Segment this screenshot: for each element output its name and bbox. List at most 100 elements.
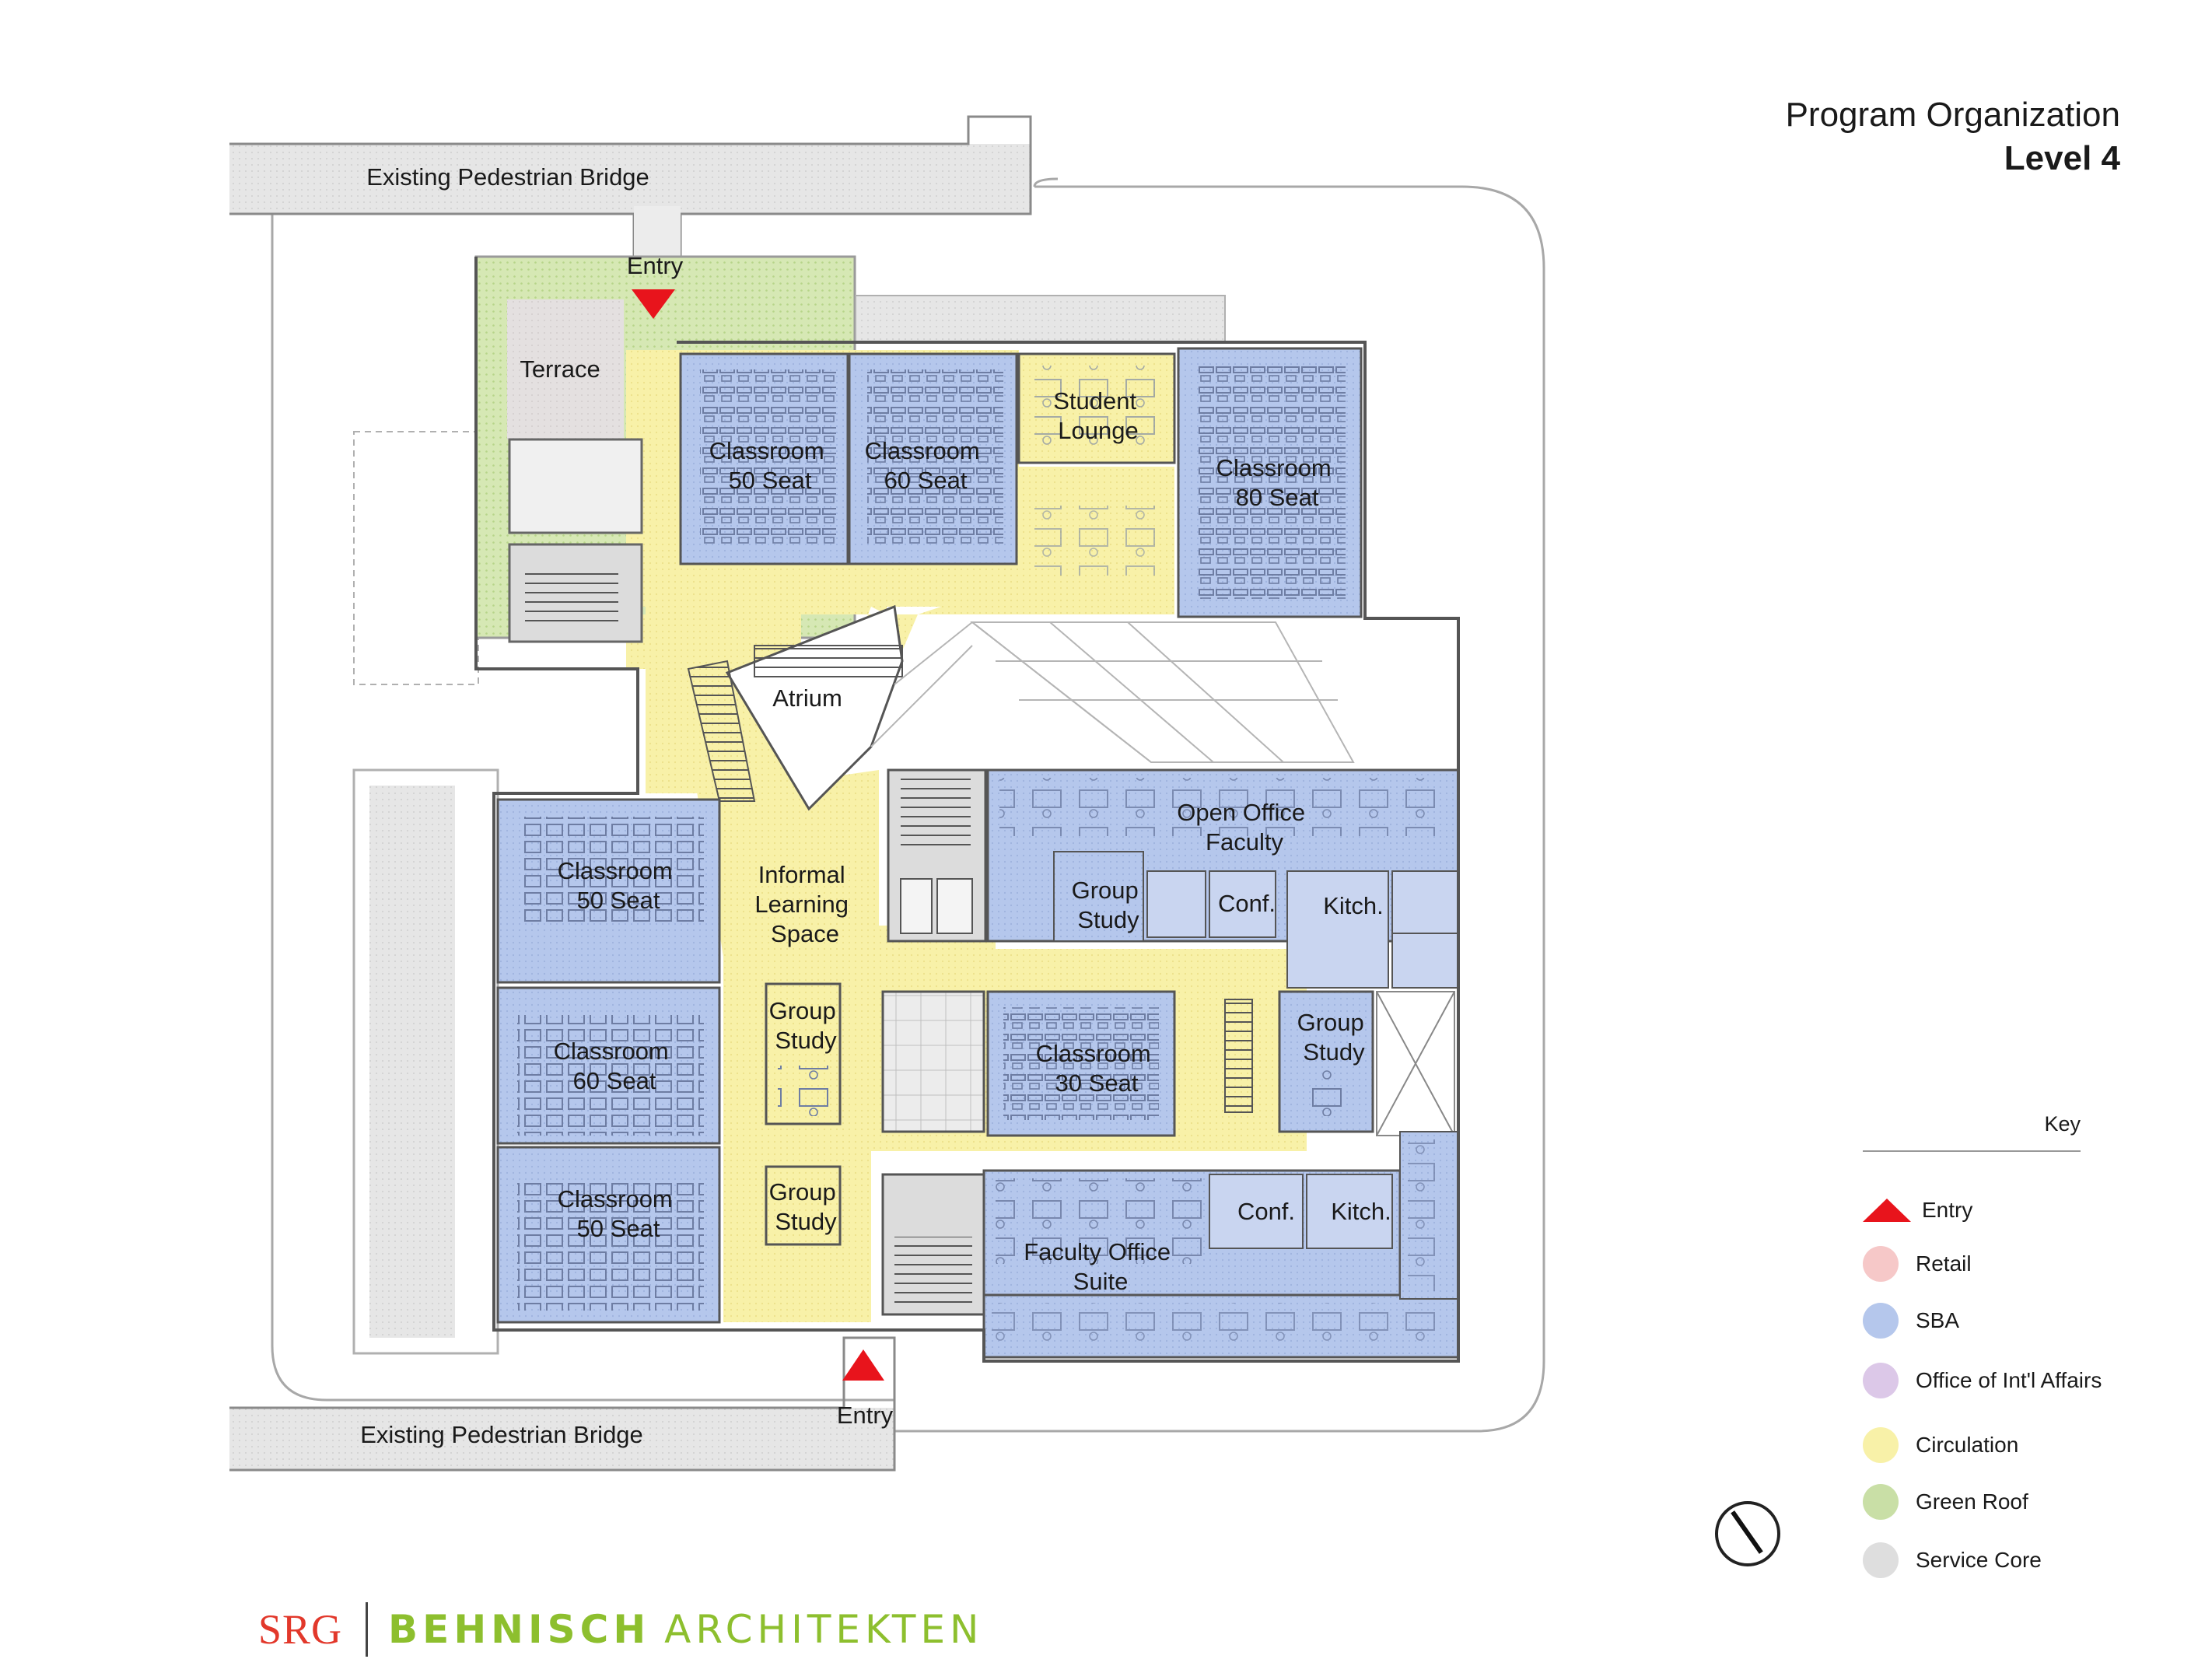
firm-logo: SRG BEHNISCH ARCHITEKTEN <box>258 1602 983 1657</box>
student-lounge-line2: Lounge <box>1058 417 1138 444</box>
classroom-30 <box>986 990 1176 1137</box>
title-block: Program Organization Level 4 <box>1786 93 2120 180</box>
classroom-50-left-line1: Classroom <box>558 857 673 884</box>
classroom-60-top-line2: 60 Seat <box>884 467 968 494</box>
informal-learning-label: Informal Learning Space <box>754 861 855 947</box>
bridge-bottom <box>229 1336 896 1472</box>
faculty-office-suite <box>982 1131 1460 1359</box>
classroom-50-left-label: Classroom 50 Seat <box>558 857 680 914</box>
legend-item-green-roof: Green Roof <box>1863 1484 2028 1520</box>
service-core-bottom <box>881 1173 985 1316</box>
retail-swatch <box>1863 1246 1899 1282</box>
classroom-50-left <box>496 798 721 984</box>
faculty-suite-label: Faculty Office Suite <box>1024 1238 1178 1295</box>
logo-divider <box>366 1602 369 1657</box>
classroom-50-bottom-label: Classroom 50 Seat <box>558 1185 680 1242</box>
classroom-50-top-line2: 50 Seat <box>729 467 812 494</box>
student-lounge-line1: Student <box>1053 387 1136 415</box>
entry-marker-top <box>632 289 675 319</box>
classroom-50-top-line1: Classroom <box>709 437 824 464</box>
group-study-2-line1: Group <box>769 1178 836 1206</box>
level-label: Level 4 <box>2004 139 2120 177</box>
classroom-80-line2: 80 Seat <box>1236 484 1319 511</box>
group-study-left-2 <box>765 1165 842 1246</box>
classroom-80-line1: Classroom <box>1216 454 1332 481</box>
classroom-60-left-line2: 60 Seat <box>573 1067 656 1094</box>
classroom-30-line2: 30 Seat <box>1055 1069 1139 1097</box>
legend-label-intl-affairs: Office of Int'l Affairs <box>1916 1368 2102 1392</box>
logo-architekten: ARCHITEKTEN <box>664 1607 984 1652</box>
terrace-label: Terrace <box>520 355 600 383</box>
informal-learning-line2: Learning <box>754 891 849 918</box>
faculty-suite-line1: Faculty Office <box>1024 1238 1171 1265</box>
bridge-top-label: Existing Pedestrian Bridge <box>366 163 649 191</box>
top-right-roof <box>855 295 1226 343</box>
service-core-swatch <box>1863 1542 1899 1578</box>
student-lounge <box>1017 352 1176 576</box>
atrium-label: Atrium <box>772 684 842 712</box>
skylight-void <box>870 621 1355 763</box>
legend-item-entry: Entry <box>1863 1198 1972 1223</box>
legend-title: Key <box>1863 1112 2081 1152</box>
service-core-top-left <box>508 438 643 643</box>
open-office-faculty <box>986 768 1460 989</box>
informal-learning-line1: Informal <box>758 861 845 888</box>
stair-corridor <box>1224 999 1253 1113</box>
classroom-50-top <box>679 352 849 565</box>
group-study-3-label: Group Study <box>1072 877 1146 933</box>
group-study-2-label: Group Study <box>769 1178 843 1235</box>
classroom-50-bottom-line1: Classroom <box>558 1185 673 1213</box>
green-roof-swatch <box>1863 1484 1899 1520</box>
intl-affairs-swatch <box>1863 1363 1899 1398</box>
group-study-4-label: Group Study <box>1297 1009 1371 1066</box>
classroom-80-label: Classroom 80 Seat <box>1216 454 1339 511</box>
bridge-top <box>229 115 1032 264</box>
classroom-60-left <box>496 986 721 1145</box>
classroom-60-top-line1: Classroom <box>865 437 980 464</box>
service-core-center <box>887 768 987 943</box>
classroom-50-left-line2: 50 Seat <box>577 887 660 914</box>
legend-label-circulation: Circulation <box>1916 1433 2019 1457</box>
group-study-1-label: Group Study <box>769 997 843 1054</box>
plan-title: Program Organization <box>1785 96 2120 134</box>
legend-item-service-core: Service Core <box>1863 1542 2042 1578</box>
legend-label-sba: SBA <box>1916 1308 1960 1332</box>
group-study-2-line2: Study <box>775 1208 837 1235</box>
classroom-80 <box>1177 347 1363 618</box>
legend-item-sba: SBA <box>1863 1303 1959 1339</box>
legend-label-service-core: Service Core <box>1916 1548 2042 1572</box>
student-lounge-label: Student Lounge <box>1053 387 1143 444</box>
faculty-suite-line2: Suite <box>1073 1268 1129 1295</box>
legend-item-circulation: Circulation <box>1863 1427 2018 1463</box>
legend-item-intl-affairs: Office of Int'l Affairs <box>1863 1363 2102 1398</box>
group-study-3-line1: Group <box>1072 877 1139 904</box>
site-outline <box>271 177 1545 1433</box>
classroom-60-top-label: Classroom 60 Seat <box>865 437 987 494</box>
north-needle <box>1731 1510 1763 1554</box>
group-study-east <box>1278 990 1455 1136</box>
entry-bottom-label: Entry <box>837 1402 894 1429</box>
classroom-30-label: Classroom 30 Seat <box>1036 1040 1158 1097</box>
legend-label-green-roof: Green Roof <box>1916 1489 2028 1514</box>
group-study-1-line1: Group <box>769 997 836 1024</box>
group-study-open <box>1053 851 1144 942</box>
group-study-3-line2: Study <box>1077 906 1139 933</box>
north-arrow-icon <box>1715 1501 1780 1566</box>
entry-top-label: Entry <box>627 252 684 279</box>
group-study-4-line2: Study <box>1303 1038 1365 1066</box>
classroom-30-line1: Classroom <box>1036 1040 1151 1067</box>
legend-item-retail: Retail <box>1863 1246 1972 1282</box>
triangle-icon <box>1863 1199 1911 1222</box>
logo-behnisch: BEHNISCH <box>388 1607 651 1652</box>
classroom-50-bottom-line2: 50 Seat <box>577 1215 660 1242</box>
conf-1-label: Conf. <box>1218 890 1276 917</box>
classroom-60-left-label: Classroom 60 Seat <box>554 1038 676 1094</box>
green-roof-left <box>352 431 499 1355</box>
kitch-1-label: Kitch. <box>1323 892 1384 919</box>
group-study-left-1 <box>765 982 842 1125</box>
sba-swatch <box>1863 1303 1899 1339</box>
legend: Key Entry Retail SBA Office of Int'l Aff… <box>1863 1112 2102 1578</box>
atrium-void <box>687 604 904 811</box>
classroom-50-top-label: Classroom 50 Seat <box>709 437 831 494</box>
